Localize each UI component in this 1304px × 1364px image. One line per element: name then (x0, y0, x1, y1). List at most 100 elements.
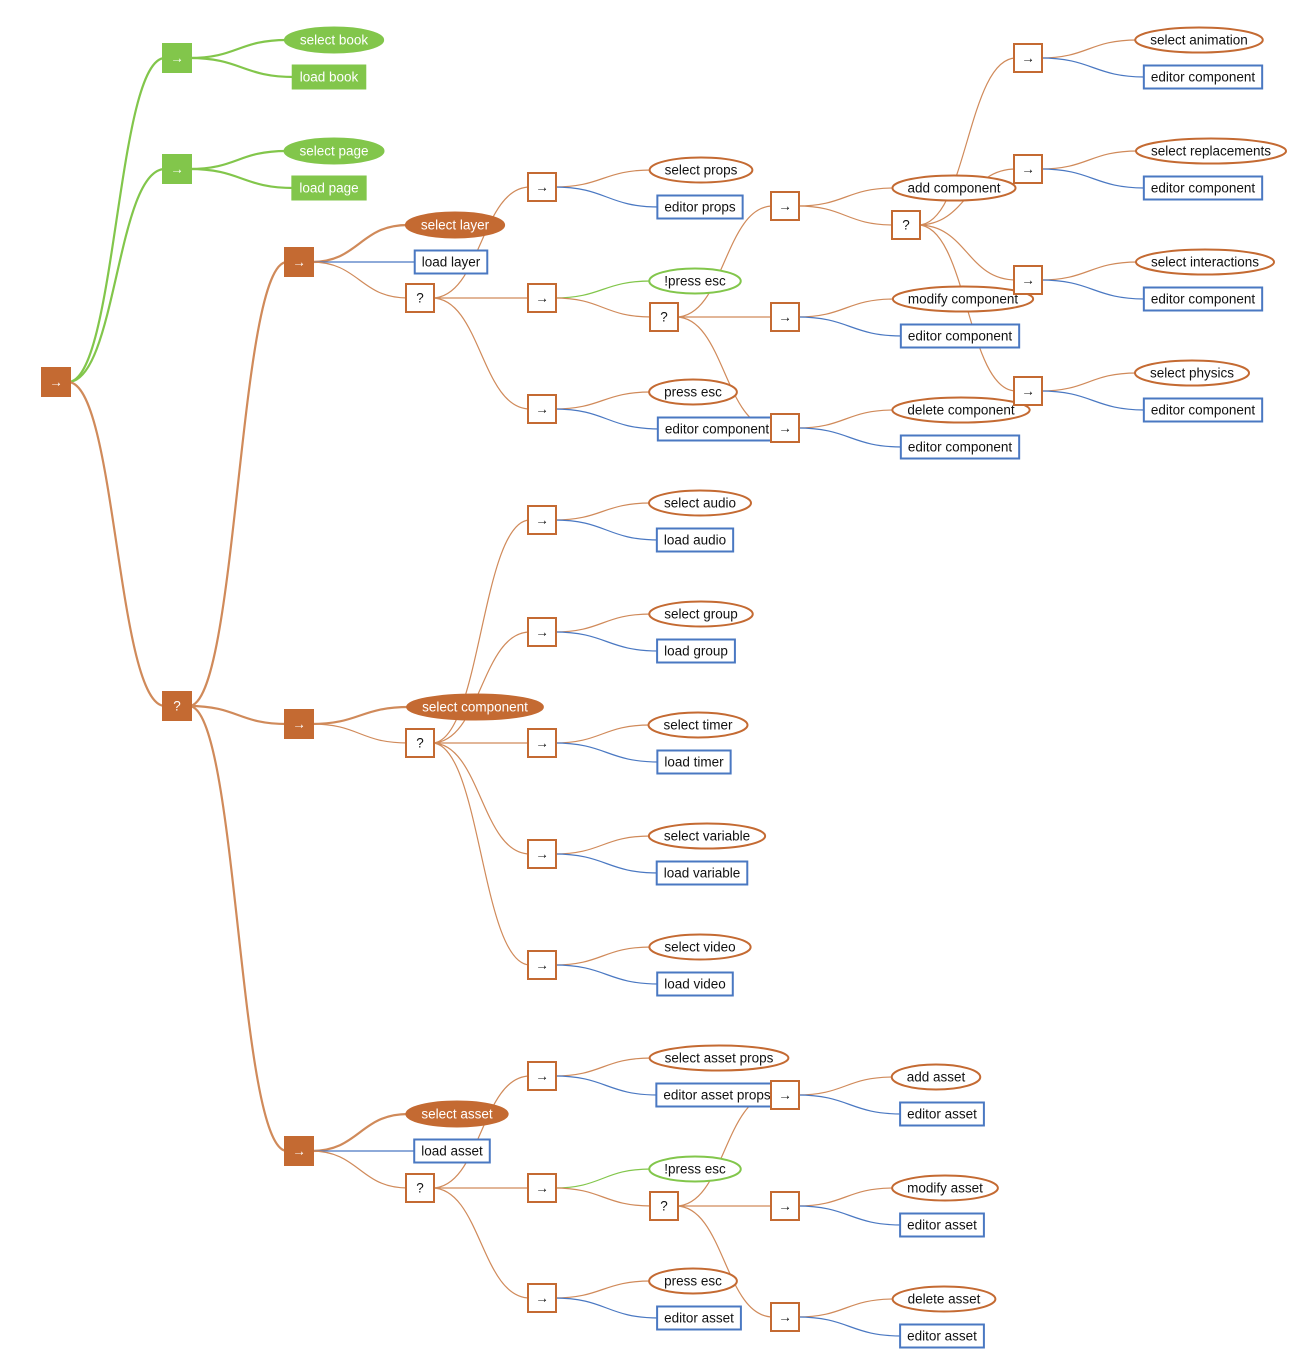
select-book-condition: select book (283, 26, 385, 54)
node-label: modify component (908, 292, 1019, 307)
sequence-node: → (41, 367, 71, 397)
node-label: → (292, 255, 306, 270)
load-video-action: load video (656, 971, 734, 997)
editor-component-action: editor component (1142, 286, 1264, 312)
node-box (413, 249, 489, 275)
node-box (899, 1212, 985, 1238)
edge-A_mod-to-A_mod_c (796, 1187, 895, 1207)
node-box (162, 691, 192, 721)
edge-A_mod-to-A_mod_a (796, 1205, 903, 1226)
node-label: editor component (1151, 181, 1256, 196)
edge-L-to-L_sel (310, 223, 408, 264)
edge-C3-to-C3a (553, 724, 651, 744)
select-component-condition: select component (406, 693, 544, 721)
edge-C5-to-C5a (553, 946, 652, 966)
node-label: → (778, 1199, 792, 1214)
condition-ellipse (648, 600, 754, 628)
edge-g2-to-g2a (188, 149, 287, 171)
node-label: editor component (1151, 403, 1256, 418)
sequence-node: → (527, 1061, 557, 1091)
edge-A_q2-to-A_add (675, 1094, 774, 1207)
edge-R2-to-R2b (1039, 168, 1146, 189)
node-box (656, 971, 734, 997)
node-box (1142, 397, 1264, 423)
select-physics-condition: select physics (1133, 359, 1251, 387)
edge-C2-to-C2a (553, 613, 652, 633)
delete-component-condition: delete component (891, 396, 1031, 424)
sequence-node: → (527, 1173, 557, 1203)
node-box (413, 1138, 491, 1164)
delete-asset-condition: delete asset (891, 1285, 997, 1313)
select-interactions-condition: select interactions (1134, 248, 1276, 276)
node-label: editor asset (907, 1107, 977, 1122)
node-label: ? (660, 1199, 668, 1214)
edge-A_add-to-A_add_a (796, 1094, 903, 1115)
condition-ellipse (648, 378, 738, 406)
node-box (284, 709, 314, 739)
fallback-node: ? (162, 691, 192, 721)
node-box (405, 728, 435, 758)
edge-A_q-to-A_s1 (431, 1075, 531, 1189)
node-box (284, 247, 314, 277)
edge-root-to-g2 (67, 167, 166, 384)
condition-ellipse (1134, 137, 1288, 165)
node-label: select interactions (1151, 255, 1259, 270)
edge-C1-to-C1a (553, 502, 651, 521)
modify-component-condition: modify component (891, 285, 1035, 313)
edge-sel-to-L (188, 260, 288, 708)
node-box (899, 323, 1021, 349)
sequence-node: → (284, 1136, 314, 1166)
condition-ellipse (404, 211, 506, 239)
node-label: → (535, 402, 549, 417)
node-label: → (778, 1088, 792, 1103)
node-label: → (1021, 162, 1035, 177)
node-label: editor asset (907, 1218, 977, 1233)
node-box (649, 1191, 679, 1221)
edge-L-to-L_q (310, 261, 409, 299)
edge-A_s3-to-A_s3b (553, 1297, 660, 1319)
select-asset-props-condition: select asset props (648, 1044, 790, 1072)
node-label: → (292, 717, 306, 732)
load-book-action: load book (291, 64, 367, 90)
edge-L_s2-to-L_s2a (553, 280, 652, 299)
edge-L_del-to-L_del_c (796, 409, 895, 429)
sequence-node: → (284, 709, 314, 739)
sequence-node: → (1013, 376, 1043, 406)
select-audio-condition: select audio (647, 489, 753, 517)
node-box (527, 172, 557, 202)
edge-L_s1-to-L_s1a (553, 169, 652, 188)
edge-R3-to-R3a (1039, 261, 1138, 281)
node-box (656, 749, 732, 775)
node-label: select audio (664, 496, 736, 511)
node-label: → (535, 291, 549, 306)
edge-C5-to-C5b (553, 964, 660, 985)
edge-L_add_q-to-R3 (917, 224, 1017, 281)
node-label: → (170, 51, 184, 66)
press-esc-condition: press esc (648, 378, 738, 406)
node-label: select layer (421, 218, 490, 233)
node-label: load video (664, 977, 726, 992)
edge-R1-to-R1a (1039, 39, 1138, 59)
fallback-node: ? (405, 728, 435, 758)
node-box (1013, 43, 1043, 73)
node-label: load asset (421, 1144, 483, 1159)
edge-L_q2-to-L_del (675, 316, 774, 429)
sequence-node: → (527, 617, 557, 647)
edge-R4-to-R4b (1039, 390, 1146, 411)
fallback-node: ? (405, 1173, 435, 1203)
sequence-node: → (527, 728, 557, 758)
editor-asset-action: editor asset (656, 1305, 742, 1331)
edge-L_s3-to-L_s3b (553, 408, 660, 430)
node-box (284, 1136, 314, 1166)
node-label: load variable (664, 866, 741, 881)
node-box (162, 43, 192, 73)
node-label: editor component (665, 422, 770, 437)
editor-component-action: editor component (1142, 397, 1264, 423)
node-label: load timer (664, 755, 724, 770)
editor-props-action: editor props (656, 194, 744, 220)
node-box (527, 617, 557, 647)
sequence-node: → (1013, 43, 1043, 73)
edge-L_q2-to-L_add (675, 205, 774, 318)
node-box (1142, 286, 1264, 312)
node-label: modify asset (907, 1181, 983, 1196)
